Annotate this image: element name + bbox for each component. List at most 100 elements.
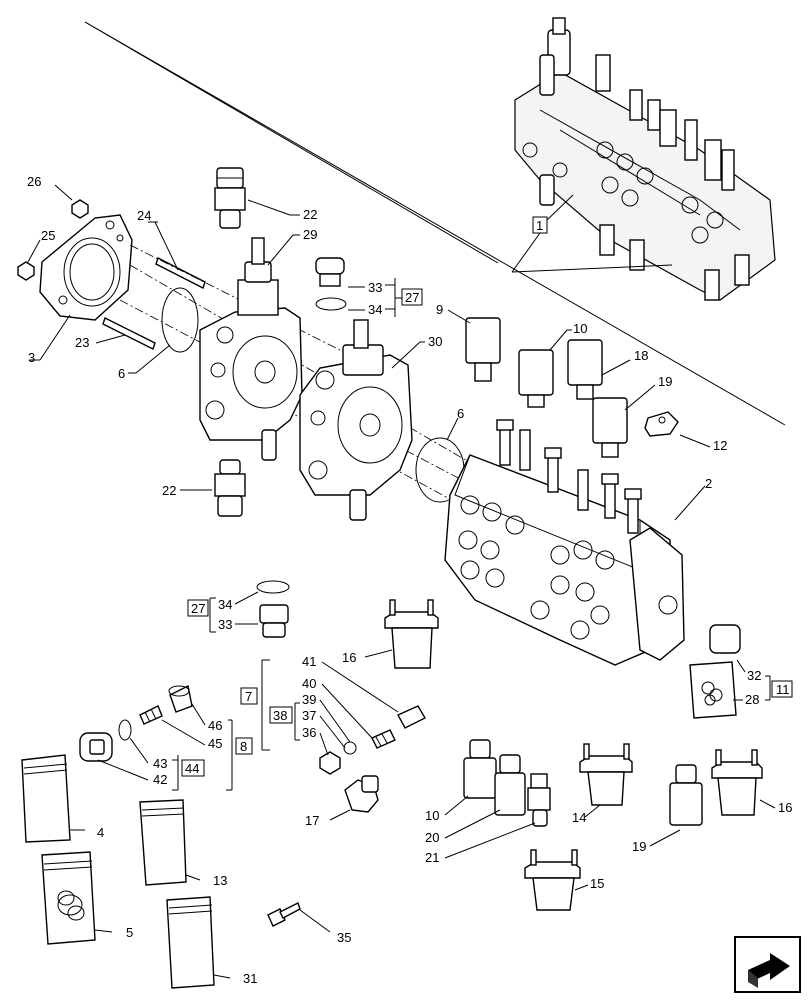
flange-cover-14 <box>579 743 633 806</box>
callout-8: 8 <box>240 739 247 754</box>
valve-10-bottom <box>463 739 497 799</box>
spring-45 <box>139 705 163 725</box>
end-plate <box>39 214 133 321</box>
callout-3: 3 <box>28 350 35 365</box>
callout-32: 32 <box>747 668 761 683</box>
nut-25 <box>17 261 35 281</box>
bag-31 <box>166 896 215 989</box>
callout-34-bottom: 34 <box>218 597 232 612</box>
plug-9 <box>465 317 501 382</box>
callout-42: 42 <box>153 772 167 787</box>
callout-23: 23 <box>75 335 89 350</box>
section-line <box>84 21 499 264</box>
callout-box-38 <box>269 706 293 724</box>
bag-5 <box>41 851 96 945</box>
assembled-valve-overview <box>514 17 776 301</box>
callout-43: 43 <box>153 756 167 771</box>
callout-31: 31 <box>243 971 257 986</box>
sleeve-41 <box>397 705 426 729</box>
callout-20: 20 <box>425 830 439 845</box>
callout-box-1 <box>532 216 548 234</box>
callout-39: 39 <box>302 692 316 707</box>
valve-19-bottom <box>669 764 703 826</box>
callout-16-right: 16 <box>778 800 792 815</box>
callout-21: 21 <box>425 850 439 865</box>
callout-10-top: 10 <box>573 321 587 336</box>
callout-36: 36 <box>302 725 316 740</box>
callout-box-27-bottom <box>187 599 209 617</box>
sleeve-46 <box>168 684 193 713</box>
callout-box-11 <box>771 680 793 698</box>
valve-18 <box>567 339 603 400</box>
callout-44: 44 <box>185 761 199 776</box>
callout-15: 15 <box>590 876 604 891</box>
seal-kit-bag-28 <box>689 661 737 719</box>
callout-box-7 <box>240 687 258 705</box>
nut-36 <box>319 751 341 775</box>
o-ring-34-top <box>315 297 347 311</box>
callout-6-left: 6 <box>118 366 125 381</box>
callout-19-bottom: 19 <box>632 839 646 854</box>
section-line <box>84 21 786 426</box>
callout-28: 28 <box>745 692 759 707</box>
callout-16-left: 16 <box>342 650 356 665</box>
callout-41: 41 <box>302 654 316 669</box>
nut-26 <box>71 199 89 219</box>
callout-18: 18 <box>634 348 648 363</box>
callout-14: 14 <box>572 810 586 825</box>
plug-42 <box>79 732 113 762</box>
stud-23 <box>102 317 156 350</box>
callout-2: 2 <box>705 476 712 491</box>
callout-35: 35 <box>337 930 351 945</box>
o-ring-34-bottom <box>256 580 290 594</box>
callout-19-top: 19 <box>658 374 672 389</box>
bolt-35 <box>267 902 301 927</box>
fitting-21 <box>527 773 551 827</box>
o-ring-6-left <box>161 287 199 353</box>
callout-5: 5 <box>126 925 133 940</box>
callout-27-bottom: 27 <box>191 601 205 616</box>
fitting-22-bottom <box>214 459 246 517</box>
valve-20 <box>494 754 526 816</box>
callout-29: 29 <box>303 227 317 242</box>
callout-17: 17 <box>305 813 319 828</box>
fitting-22-top <box>214 167 246 229</box>
callout-13: 13 <box>213 873 227 888</box>
valve-19-top <box>592 397 628 458</box>
valve-section-30 <box>299 319 413 521</box>
callout-1: 1 <box>536 218 543 233</box>
spring-40 <box>371 729 396 749</box>
valve-10-top <box>518 349 554 408</box>
callout-10-bottom: 10 <box>425 808 439 823</box>
callout-box-8 <box>235 737 253 755</box>
callout-11: 11 <box>776 682 790 697</box>
callout-12: 12 <box>713 438 727 453</box>
callout-box-27-top <box>401 288 423 306</box>
callout-40: 40 <box>302 676 316 691</box>
bag-13 <box>139 799 187 886</box>
flange-cover-16-left <box>384 599 439 669</box>
valve-section-29 <box>199 237 303 461</box>
callout-37: 37 <box>302 708 316 723</box>
ring-39 <box>343 741 357 755</box>
flange-cover-16-right <box>711 749 763 816</box>
callout-4: 4 <box>97 825 104 840</box>
callout-33-bottom: 33 <box>218 617 232 632</box>
flange-cover-15 <box>524 849 581 911</box>
callout-26: 26 <box>27 174 41 189</box>
callout-38: 38 <box>273 708 287 723</box>
main-valve-body <box>444 419 741 666</box>
cover-12 <box>644 411 679 437</box>
callout-box-44 <box>181 759 205 777</box>
callout-7: 7 <box>245 689 252 704</box>
callout-9: 9 <box>436 302 443 317</box>
callout-33-top: 33 <box>368 280 382 295</box>
o-ring-43 <box>118 719 132 741</box>
callout-25: 25 <box>41 228 55 243</box>
next-page-arrow-icon[interactable] <box>734 936 801 993</box>
plug-33-bottom <box>259 604 289 638</box>
callout-22-top: 22 <box>303 207 317 222</box>
callout-30: 30 <box>428 334 442 349</box>
callout-24: 24 <box>137 208 151 223</box>
